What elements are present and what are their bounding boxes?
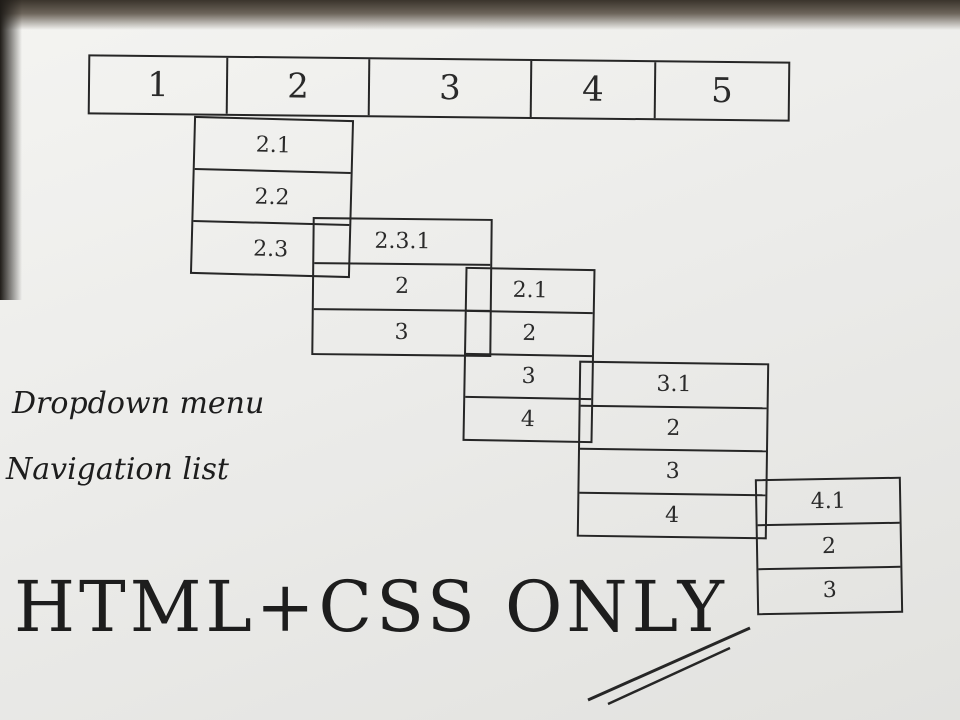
submenu-4: 4.1 2 3 — [754, 476, 904, 616]
submenu-4-item-2[interactable]: 2 — [757, 523, 901, 571]
submenu-2-3-1-item-2[interactable]: 2 — [465, 311, 593, 358]
caption-line-2: Navigation list — [6, 452, 229, 487]
background-shadow-left — [0, 0, 22, 300]
menu-item-4[interactable]: 4 — [531, 60, 657, 119]
submenu-2-3-1-item-4[interactable]: 4 — [520, 406, 536, 433]
submenu-3-item-4[interactable]: 4 — [664, 502, 680, 528]
caption-line-3: HTML+CSS ONLY — [14, 566, 728, 648]
menu-item-1[interactable]: 1 — [89, 56, 229, 114]
submenu-3-item-1[interactable]: 3.1 — [580, 362, 768, 409]
submenu-2-3-item-1[interactable]: 2.3.1 — [314, 219, 491, 267]
submenu-4-item-1[interactable]: 4.1 — [756, 478, 900, 526]
submenu-2-3-item-2[interactable]: 2 — [313, 264, 491, 312]
caption-line-1: Dropdown menu — [12, 386, 265, 421]
submenu-2-3-1-item-1[interactable]: 2.1 — [466, 268, 594, 315]
submenu-2-item-1[interactable]: 2.1 — [194, 117, 352, 175]
menu-item-5[interactable]: 5 — [710, 70, 734, 112]
submenu-3: 3.1 2 3 4 — [576, 360, 770, 540]
menu-item-3[interactable]: 3 — [369, 59, 533, 117]
underline-stroke-2 — [607, 646, 731, 706]
submenu-4-item-3[interactable]: 3 — [822, 578, 837, 604]
submenu-2-3-1-item-3[interactable]: 3 — [465, 354, 592, 401]
underline-stroke-1 — [587, 626, 751, 702]
underline-strokes — [587, 626, 751, 706]
submenu-3-item-3[interactable]: 3 — [579, 449, 766, 496]
menu-item-2[interactable]: 2 — [227, 57, 371, 116]
background-shadow — [0, 0, 960, 30]
submenu-2-3-1: 2.1 2 3 4 — [462, 266, 596, 444]
submenu-3-item-2[interactable]: 2 — [579, 406, 767, 453]
menu-bar: 1 2 3 4 5 — [87, 54, 791, 122]
